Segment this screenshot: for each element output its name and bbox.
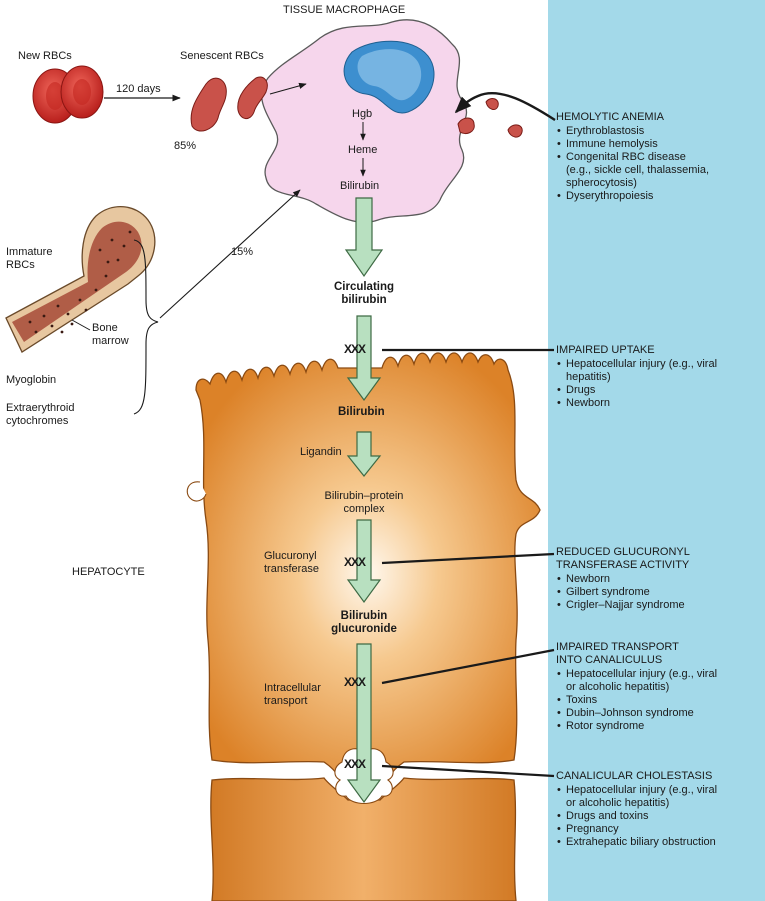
block-marker-cholestasis: XXX <box>344 757 366 771</box>
list-item: Toxins <box>556 694 717 707</box>
myoglobin-label: Myoglobin <box>6 374 57 386</box>
block-marker-conjugation: XXX <box>344 555 366 569</box>
hepatocyte-bilirubin-label: Bilirubin <box>338 406 385 418</box>
list-item: or alcoholic hepatitis) <box>566 681 670 693</box>
list-item: spherocytosis) <box>566 177 637 189</box>
list-item: Erythroblastosis <box>556 125 709 138</box>
block-impaired-uptake: IMPAIRED UPTAKE Hepatocellular injury (e… <box>556 344 717 410</box>
list-item: Hepatocellular injury (e.g., viral <box>556 358 717 371</box>
list-item: Drugs <box>556 384 717 397</box>
block-marker-transport: XXX <box>344 675 366 689</box>
block-impaired-transport: IMPAIRED TRANSPORT INTO CANALICULUS Hepa… <box>556 641 717 733</box>
pct-15-label: 15% <box>231 246 254 258</box>
rbc-fragment-2 <box>485 98 499 110</box>
new-rbcs-label: New RBCs <box>18 50 72 62</box>
block-marker-uptake: XXX <box>344 342 366 356</box>
senescent-rbc-2 <box>237 76 268 119</box>
list-item: Extrahepatic biliary obstruction <box>556 836 717 849</box>
block-title: TRANSFERASE ACTIVITY <box>556 559 690 571</box>
list-item: (e.g., sickle cell, thalassemia, <box>566 164 710 176</box>
list-item: Drugs and toxins <box>556 810 717 823</box>
block-hemolytic-anemia: HEMOLYTIC ANEMIA Erythroblastosis Immune… <box>556 111 709 203</box>
block-title: IMPAIRED TRANSPORT <box>556 641 679 653</box>
list-item: Immune hemolysis <box>556 138 709 151</box>
list-item: Hepatocellular injury (e.g., viral <box>556 784 717 797</box>
list-item: Pregnancy <box>556 823 717 836</box>
list-item: Dubin–Johnson syndrome <box>556 707 717 720</box>
rbc-fragment-1 <box>457 117 475 135</box>
list-item: Crigler–Najjar syndrome <box>556 599 690 612</box>
list-item: Rotor syndrome <box>556 720 717 733</box>
list-item: hepatitis) <box>566 371 611 383</box>
source-bracket <box>133 239 159 415</box>
list-item: Newborn <box>556 397 717 410</box>
heme-label: Heme <box>348 144 378 156</box>
list-item: Congenital RBC disease <box>556 151 709 164</box>
hgb-label: Hgb <box>352 108 373 120</box>
senescent-rbc-1 <box>190 77 227 132</box>
rbc-fragment-3 <box>507 124 523 138</box>
macrophage-bilirubin-label: Bilirubin <box>340 180 380 192</box>
lower-hepatocyte <box>210 777 517 901</box>
days-label: 120 days <box>116 83 161 95</box>
block-title: INTO CANALICULUS <box>556 654 663 666</box>
block-title: CANALICULAR CHOLESTASIS <box>556 770 713 782</box>
block-title: HEMOLYTIC ANEMIA <box>556 111 664 123</box>
macrophage-title: TISSUE MACROPHAGE <box>283 4 406 16</box>
list-item: Hepatocellular injury (e.g., viral <box>556 668 717 681</box>
list-item: or alcoholic hepatitis) <box>566 797 670 809</box>
senescent-rbcs-label: Senescent RBCs <box>180 50 264 62</box>
list-item: Gilbert syndrome <box>556 586 690 599</box>
pathway-arrows <box>344 197 384 804</box>
pct-85-label: 85% <box>174 140 197 152</box>
block-canalicular-cholestasis: CANALICULAR CHOLESTASIS Hepatocellular i… <box>556 770 717 849</box>
list-item: Newborn <box>556 573 690 586</box>
block-title: IMPAIRED UPTAKE <box>556 344 655 356</box>
hepatocyte-label: HEPATOCYTE <box>72 566 145 578</box>
block-reduced-glucuronyl: REDUCED GLUCURONYL TRANSFERASE ACTIVITY … <box>556 546 690 612</box>
block-title: REDUCED GLUCURONYL <box>556 546 690 558</box>
ligandin-label: Ligandin <box>300 446 342 458</box>
list-item: Dyserythropoiesis <box>556 190 709 203</box>
